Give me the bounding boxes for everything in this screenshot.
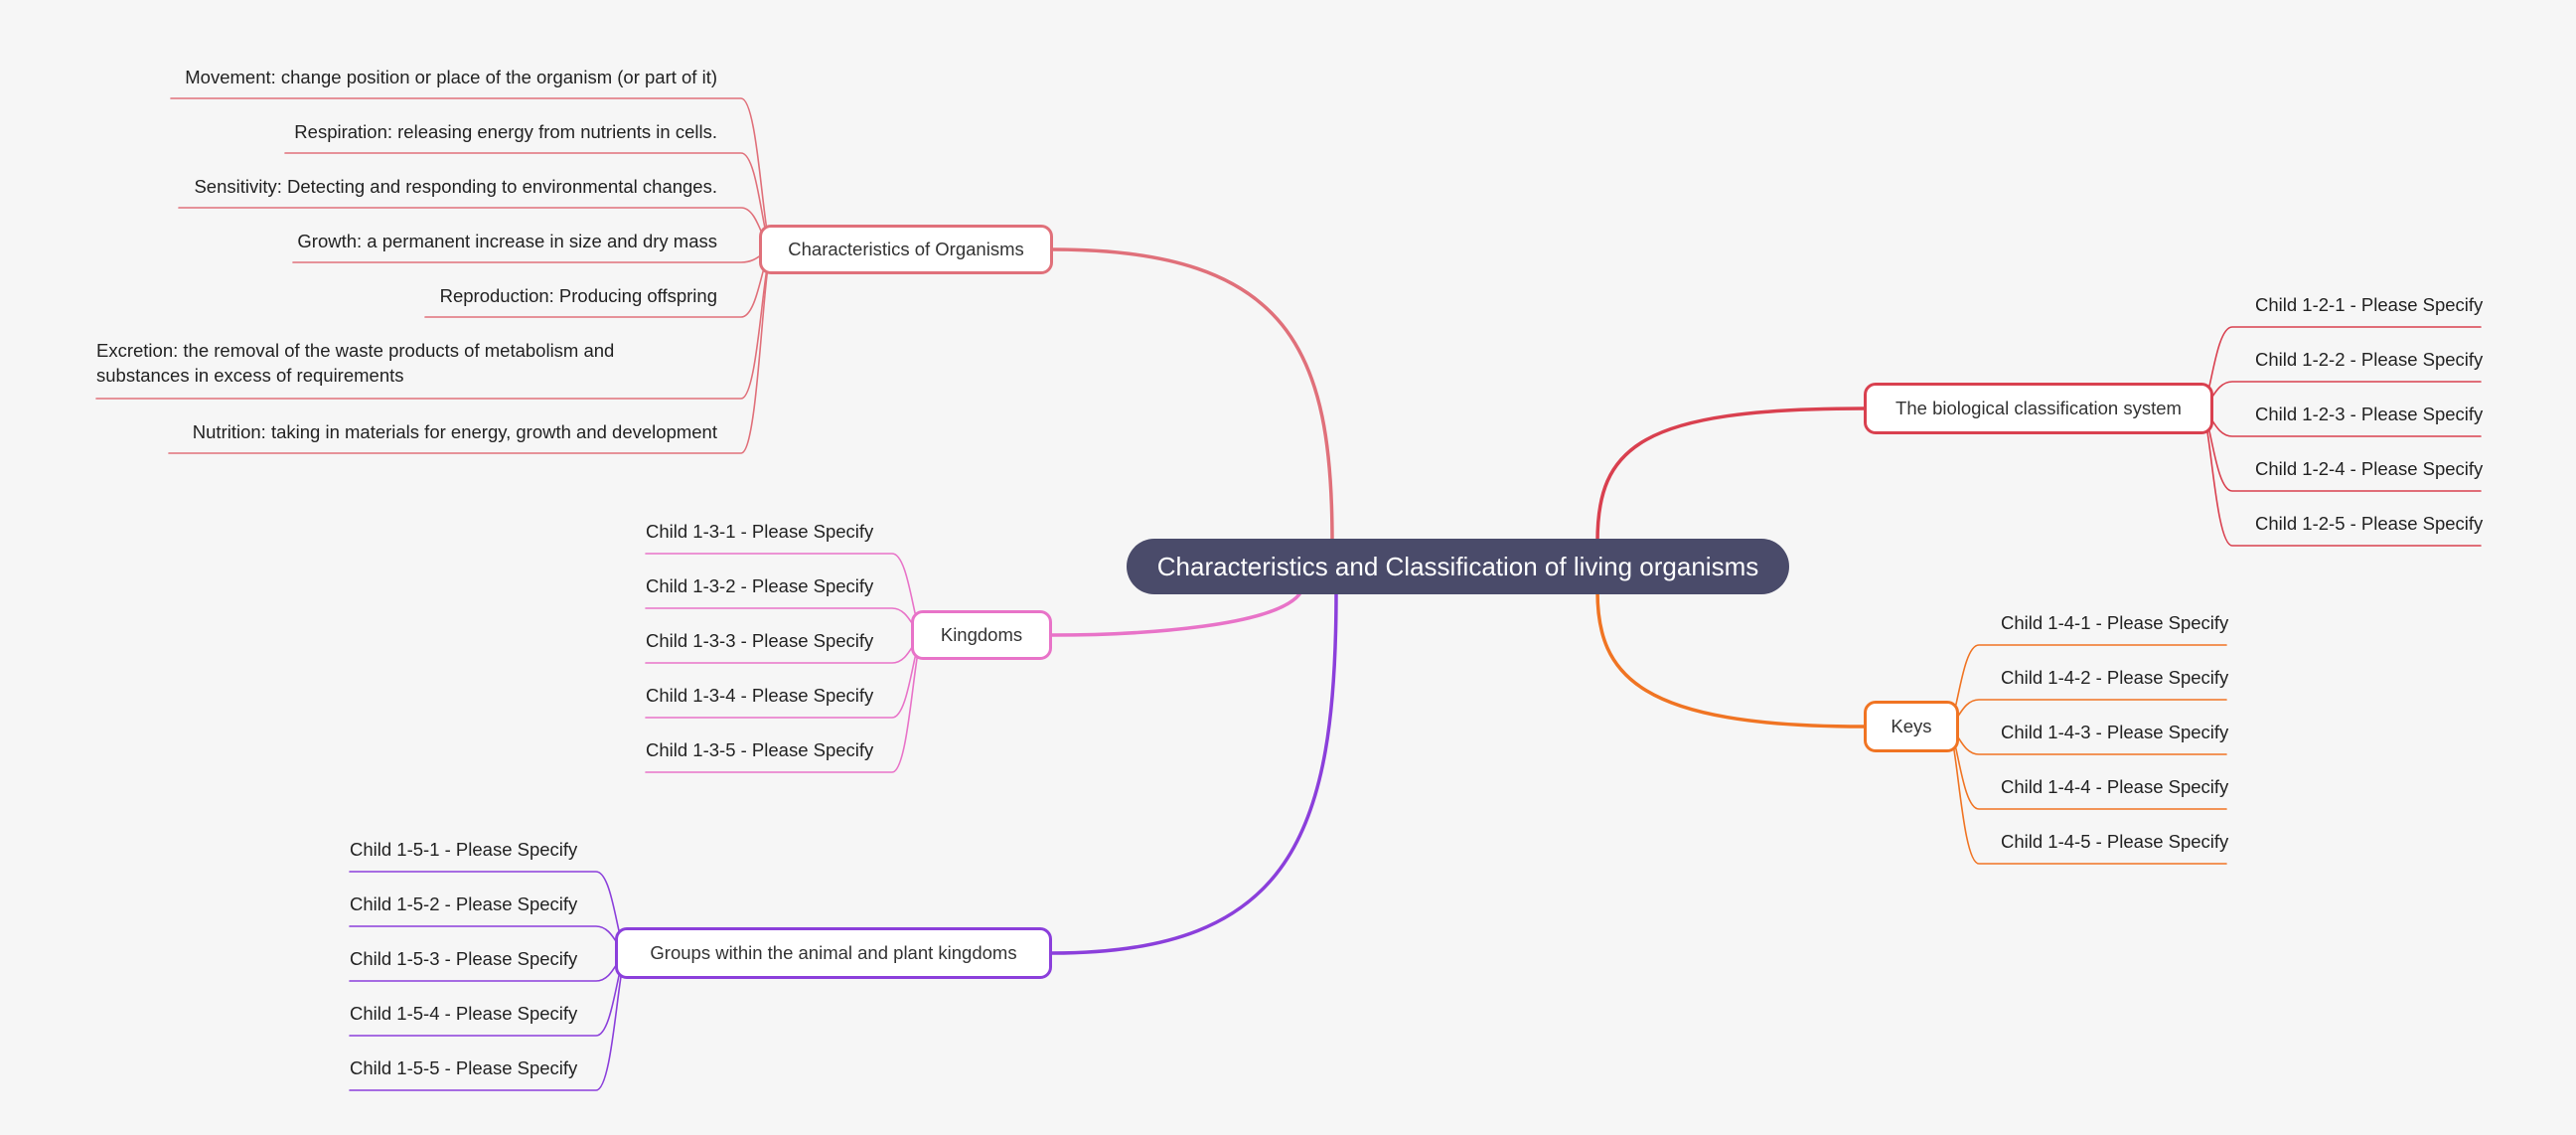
topic-label: Keys bbox=[1891, 716, 1932, 736]
subtopic-1-2-5[interactable]: Child 1-2-5 - Please Specify bbox=[2255, 513, 2484, 534]
subtopic-1-4-1[interactable]: Child 1-4-1 - Please Specify bbox=[2001, 612, 2229, 633]
subtopic-1-2-4[interactable]: Child 1-2-4 - Please Specify bbox=[2255, 458, 2484, 479]
topic-characteristics-of-organisms[interactable]: Characteristics of Organisms bbox=[759, 225, 1053, 274]
topic-kingdoms[interactable]: Kingdoms bbox=[911, 610, 1052, 660]
root-topic-label: Characteristics and Classification of li… bbox=[1156, 551, 1759, 581]
subtopic-1-4-2[interactable]: Child 1-4-2 - Please Specify bbox=[2001, 667, 2229, 688]
subtopic-1-5-2[interactable]: Child 1-5-2 - Please Specify bbox=[350, 893, 578, 914]
subtopic-1-3-4[interactable]: Child 1-3-4 - Please Specify bbox=[646, 685, 874, 706]
subtopic-1-4-4[interactable]: Child 1-4-4 - Please Specify bbox=[2001, 776, 2229, 797]
subtopic-1-3-1[interactable]: Child 1-3-1 - Please Specify bbox=[646, 521, 874, 542]
subtopic-growth[interactable]: Growth: a permanent increase in size and… bbox=[297, 231, 717, 251]
topic-label: Groups within the animal and plant kingd… bbox=[650, 942, 1017, 963]
subtopic-1-3-5[interactable]: Child 1-3-5 - Please Specify bbox=[646, 739, 874, 760]
subtopic-respiration[interactable]: Respiration: releasing energy from nutri… bbox=[294, 121, 717, 142]
topic-groups-within-kingdoms[interactable]: Groups within the animal and plant kingd… bbox=[615, 927, 1052, 979]
subtopic-movement[interactable]: Movement: change position or place of th… bbox=[185, 67, 717, 87]
subtopic-1-4-5[interactable]: Child 1-4-5 - Please Specify bbox=[2001, 831, 2229, 852]
subtopic-1-2-3[interactable]: Child 1-2-3 - Please Specify bbox=[2255, 404, 2484, 424]
topic-keys[interactable]: Keys bbox=[1864, 701, 1959, 752]
subtopic-1-5-5[interactable]: Child 1-5-5 - Please Specify bbox=[350, 1057, 578, 1078]
branch-line-characteristics bbox=[1051, 247, 1334, 544]
branch-line-keys bbox=[1595, 589, 1866, 729]
subtopic-1-3-2[interactable]: Child 1-3-2 - Please Specify bbox=[646, 575, 874, 596]
topic-label: Characteristics of Organisms bbox=[788, 239, 1024, 259]
subtopic-1-5-3[interactable]: Child 1-5-3 - Please Specify bbox=[350, 948, 578, 969]
subtopic-1-5-1[interactable]: Child 1-5-1 - Please Specify bbox=[350, 839, 578, 860]
subtopic-1-2-1[interactable]: Child 1-2-1 - Please Specify bbox=[2255, 294, 2484, 315]
subtopic-1-4-3[interactable]: Child 1-4-3 - Please Specify bbox=[2001, 722, 2229, 742]
subtopic-reproduction[interactable]: Reproduction: Producing offspring bbox=[439, 285, 717, 306]
topic-label: The biological classification system bbox=[1895, 398, 2182, 418]
topic-biological-classification-system[interactable]: The biological classification system bbox=[1864, 383, 2213, 434]
subtopic-nutrition[interactable]: Nutrition: taking in materials for energ… bbox=[192, 421, 717, 442]
subtopic-1-5-4[interactable]: Child 1-5-4 - Please Specify bbox=[350, 1003, 578, 1024]
root-topic[interactable]: Characteristics and Classification of li… bbox=[1127, 539, 1789, 594]
branch-line-classification bbox=[1595, 406, 1866, 544]
branch-line-kingdoms bbox=[1050, 589, 1303, 637]
subtopic-excretion[interactable]: Excretion: the removal of the waste prod… bbox=[96, 340, 615, 386]
topic-label: Kingdoms bbox=[940, 624, 1023, 645]
subtopic-1-2-2[interactable]: Child 1-2-2 - Please Specify bbox=[2255, 349, 2484, 370]
branch-line-groups bbox=[1050, 589, 1338, 955]
subtopic-1-3-3[interactable]: Child 1-3-3 - Please Specify bbox=[646, 630, 874, 651]
subtopic-sensitivity[interactable]: Sensitivity: Detecting and responding to… bbox=[194, 176, 717, 197]
